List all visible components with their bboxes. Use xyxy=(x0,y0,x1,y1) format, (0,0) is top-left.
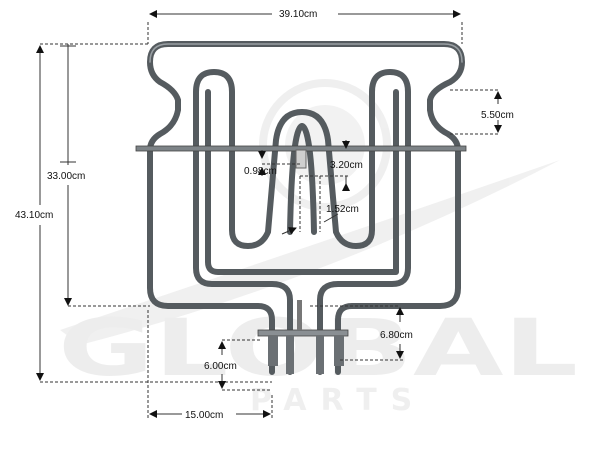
terminal-plate xyxy=(257,300,349,374)
dim-terminal-drop: 6.00cm xyxy=(204,361,237,372)
dim-side-step: 5.50cm xyxy=(481,110,514,121)
watermark-sub: PARTS xyxy=(250,383,426,418)
bracket-clip xyxy=(295,149,307,169)
dim-height-inner: 33.00cm xyxy=(47,171,85,182)
dimension-lines xyxy=(36,10,502,420)
dim-tube-pitch: 1.52cm xyxy=(326,204,359,215)
dimension-labels: 39.10cm 43.10cm 33.00cm 5.50cm 3.20cm 0.… xyxy=(14,6,514,421)
support-bar xyxy=(135,145,467,169)
dim-half-width: 15.00cm xyxy=(185,410,223,421)
swoosh-watermark xyxy=(60,160,560,345)
dim-terminal-height: 6.80cm xyxy=(380,330,413,341)
dim-height-total: 43.10cm xyxy=(15,210,53,221)
dim-width-top: 39.10cm xyxy=(279,9,317,20)
heating-element-tube xyxy=(147,41,465,375)
dim-bracket: 0.98cm xyxy=(244,166,277,177)
dim-loop-gap: 3.20cm xyxy=(330,160,363,171)
globe-watermark-icon xyxy=(259,79,391,211)
